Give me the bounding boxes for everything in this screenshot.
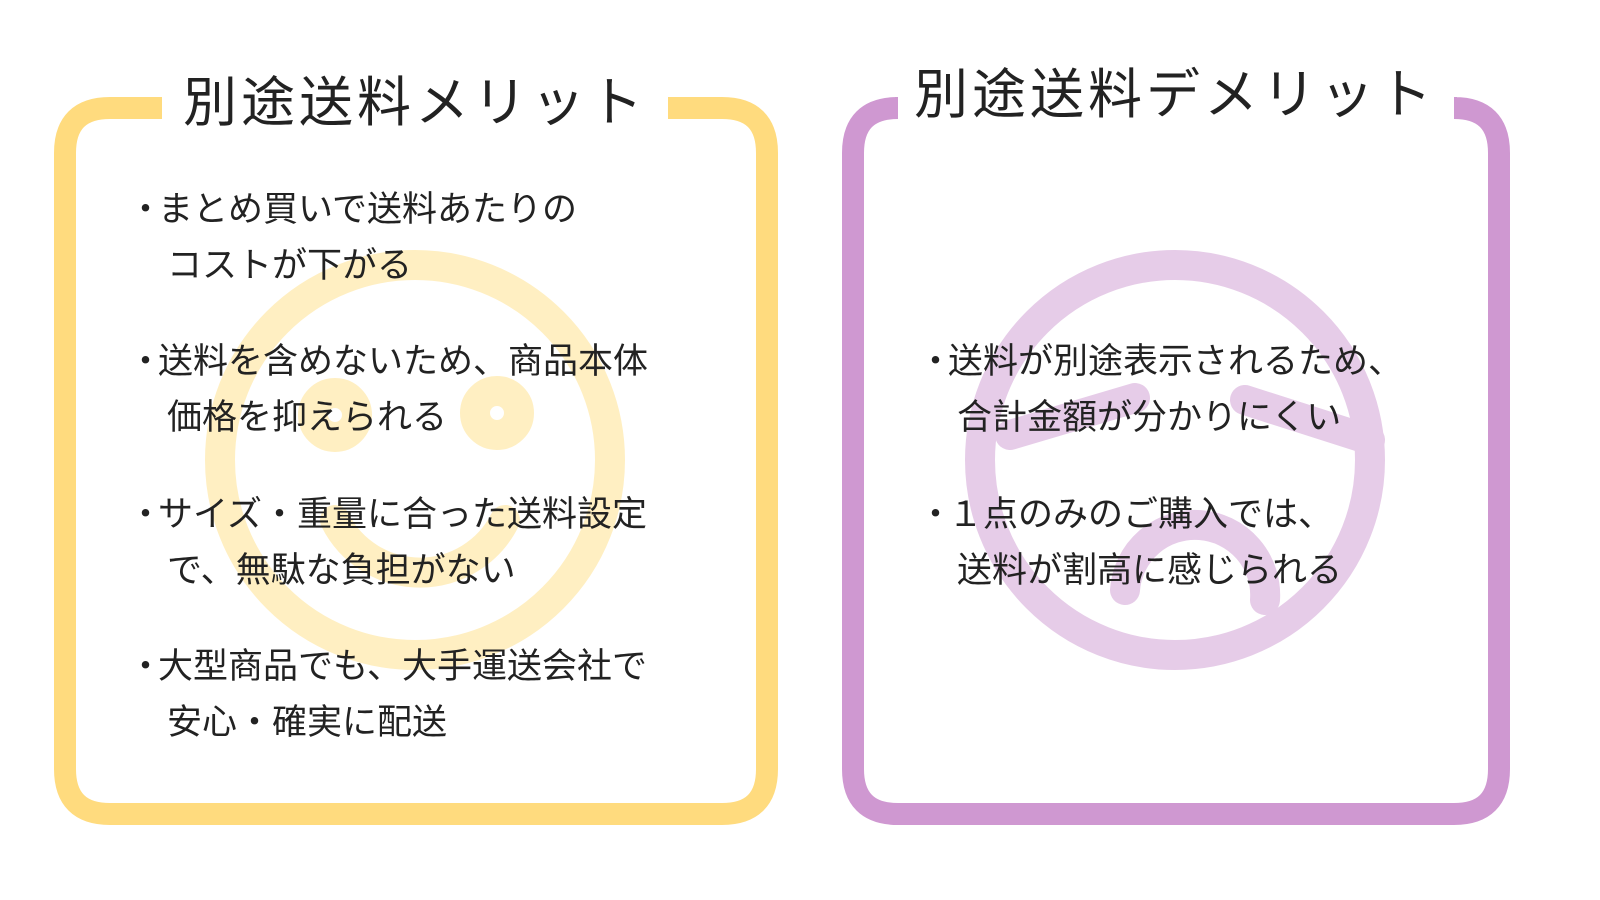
sad-face-icon (965, 250, 1385, 670)
bullet: ・ (128, 190, 164, 230)
merit-item-line1: 大型商品でも、大手運送会社で (158, 647, 647, 687)
merit-item: ・ まとめ買いで送料あたりの コストが下がる (128, 182, 577, 294)
merit-item-line1: サイズ・重量に合った送料設定 (158, 495, 647, 535)
merit-item-line1: 送料を含めないため、商品本体 (158, 342, 649, 382)
demerit-item-line1: １点のみのご購入では、 (948, 495, 1334, 535)
merit-item-line2: 価格を抑えられる (167, 398, 448, 438)
demerit-item: ・ 送料が別途表示されるため、 合計金額が分かりにくい (918, 334, 1404, 446)
demerit-title: 別途送料デメリット (914, 63, 1436, 126)
merit-item-line2: コストが下がる (167, 246, 413, 286)
merit-item: ・ 送料を含めないため、商品本体 価格を抑えられる (128, 334, 649, 446)
merit-item: ・ 大型商品でも、大手運送会社で 安心・確実に配送 (128, 639, 647, 751)
merit-item-line1: まとめ買いで送料あたりの (158, 190, 577, 230)
demerit-item-line1: 送料が別途表示されるため、 (948, 342, 1404, 382)
bullet: ・ (918, 342, 954, 382)
smiley-face-icon (205, 250, 625, 670)
demerit-frame (842, 97, 1510, 825)
demerit-item: ・ １点のみのご購入では、 送料が割高に感じられる (918, 487, 1343, 599)
merit-item-line2: 安心・確実に配送 (167, 703, 448, 743)
demerit-item-line2: 送料が割高に感じられる (957, 551, 1343, 591)
merit-frame (54, 97, 778, 825)
bullet: ・ (918, 495, 954, 535)
merit-title: 別途送料メリット (183, 71, 647, 134)
bullet: ・ (128, 647, 164, 687)
demerit-item-line2: 合計金額が分かりにくい (957, 398, 1342, 438)
bullet: ・ (128, 342, 164, 382)
bullet: ・ (128, 495, 164, 535)
merit-item-line2: で、無駄な負担がない (167, 551, 516, 591)
merit-item: ・ サイズ・重量に合った送料設定 で、無駄な負担がない (128, 487, 647, 599)
